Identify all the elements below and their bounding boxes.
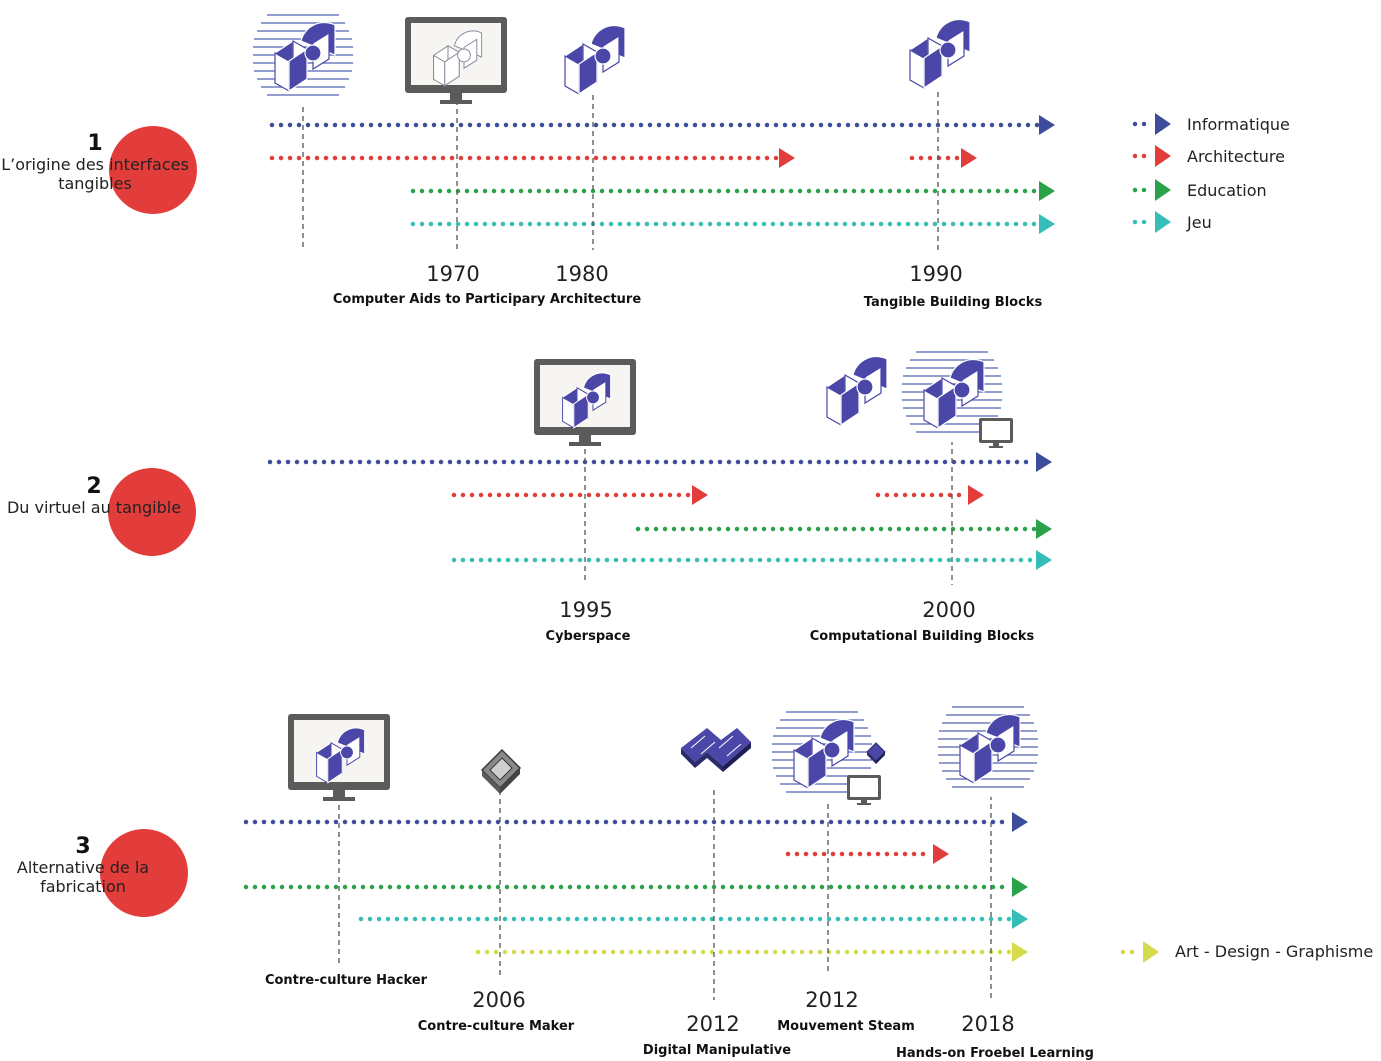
monitor-icon xyxy=(847,775,881,805)
year-label: 2006 xyxy=(472,988,525,1012)
caption-label: Hands-on Froebel Learning xyxy=(896,1046,1094,1061)
section-1: 1 L’origine des interfaces tangibles xyxy=(1,5,1055,310)
legend-label: Architecture xyxy=(1187,147,1285,166)
caption-label: Contre-culture Hacker xyxy=(265,973,428,988)
arrow-informatique xyxy=(1012,812,1028,832)
section-1-number: 1 xyxy=(87,131,102,156)
legend-arrow-icon xyxy=(1155,211,1171,233)
arrow-architecture xyxy=(779,148,795,168)
arrow-architecture xyxy=(933,844,949,864)
caption-label: Computer Aids to Participary Architectur… xyxy=(333,292,641,307)
section-2: 2 Du virtuel au tangible xyxy=(7,342,1052,644)
year-label: 1970 xyxy=(426,262,479,286)
blocks-icon xyxy=(866,742,886,764)
circuit-board-icon xyxy=(480,748,522,794)
section-1-title-line-1: L’origine des interfaces xyxy=(1,155,189,174)
monitor-icon xyxy=(979,418,1013,448)
legend-arrow-icon xyxy=(1155,113,1171,135)
arrow-jeu xyxy=(1039,214,1055,234)
year-label: 2012 xyxy=(686,1012,739,1036)
arrow-informatique xyxy=(1036,452,1052,472)
section-1-markers xyxy=(302,92,939,250)
arrow-jeu xyxy=(1012,909,1028,929)
year-label: 1990 xyxy=(909,262,962,286)
year-label: 1995 xyxy=(559,598,612,622)
legend-item-informatique: Informatique xyxy=(1132,113,1290,135)
architecture-logo-icon xyxy=(901,342,1003,442)
architecture-logo-icon xyxy=(252,5,354,105)
legend-arrow-icon xyxy=(1155,179,1171,201)
caption-label: Mouvement Steam xyxy=(777,1019,914,1034)
section-2-markers xyxy=(584,440,953,585)
architecture-logo-icon xyxy=(564,24,626,95)
section-2-lines xyxy=(267,452,1052,570)
legend-label: Education xyxy=(1187,181,1267,200)
arrow-informatique xyxy=(1039,115,1055,135)
legend-label: Art - Design - Graphisme xyxy=(1175,942,1373,961)
legend-item-education: Education xyxy=(1132,179,1267,201)
architecture-logo-icon xyxy=(826,355,888,426)
section-2-number: 2 xyxy=(86,474,101,499)
section-3-number: 3 xyxy=(75,834,90,859)
section-3-title-line-2: fabrication xyxy=(40,877,126,896)
year-label: 2012 xyxy=(805,988,858,1012)
monitor-icon xyxy=(405,17,507,104)
arrow-education xyxy=(1012,877,1028,897)
architecture-logo-icon xyxy=(909,18,971,89)
arrow-architecture-2 xyxy=(968,485,984,505)
caption-label: Digital Manipulative xyxy=(643,1043,791,1058)
legend-item-art-design: Art - Design - Graphisme xyxy=(1120,941,1373,963)
legend-label: Jeu xyxy=(1186,213,1212,232)
arrow-art-design xyxy=(1012,942,1028,962)
legend-item-architecture: Architecture xyxy=(1132,145,1285,167)
caption-label: Tangible Building Blocks xyxy=(864,295,1043,310)
caption-label: Contre-culture Maker xyxy=(418,1019,575,1034)
section-3-lines xyxy=(243,812,1028,962)
legend-label: Informatique xyxy=(1187,115,1290,134)
section-3-circle xyxy=(100,829,188,917)
arrow-jeu xyxy=(1036,550,1052,570)
legend-item-jeu: Jeu xyxy=(1132,211,1212,233)
section-1-lines xyxy=(269,115,1055,234)
legend-arrow-icon xyxy=(1155,145,1171,167)
arrow-architecture xyxy=(692,485,708,505)
section-2-circle xyxy=(108,468,196,556)
caption-label: Cyberspace xyxy=(546,629,631,644)
legend: Informatique Architecture Education Jeu … xyxy=(1120,113,1373,963)
monitor-icon xyxy=(288,714,390,801)
section-1-circle xyxy=(109,126,197,214)
architecture-logo-icon xyxy=(937,697,1039,797)
legend-arrow-icon xyxy=(1143,941,1159,963)
caption-label: Computational Building Blocks xyxy=(810,629,1035,644)
year-label: 1980 xyxy=(555,262,608,286)
section-2-title-line-1: Du virtuel au tangible xyxy=(7,498,181,517)
section-3-title-line-1: Alternative de la xyxy=(17,858,149,877)
arrow-architecture-2 xyxy=(961,148,977,168)
blocks-icon xyxy=(681,728,751,772)
arrow-education xyxy=(1039,181,1055,201)
year-label: 2018 xyxy=(961,1012,1014,1036)
section-3-markers xyxy=(338,790,992,1000)
year-label: 2000 xyxy=(922,598,975,622)
monitor-icon xyxy=(534,359,636,446)
arrow-education xyxy=(1036,519,1052,539)
section-3: 3 Alternative de la fabrication xyxy=(17,697,1094,1061)
section-1-title-line-2: tangibles xyxy=(58,174,132,193)
